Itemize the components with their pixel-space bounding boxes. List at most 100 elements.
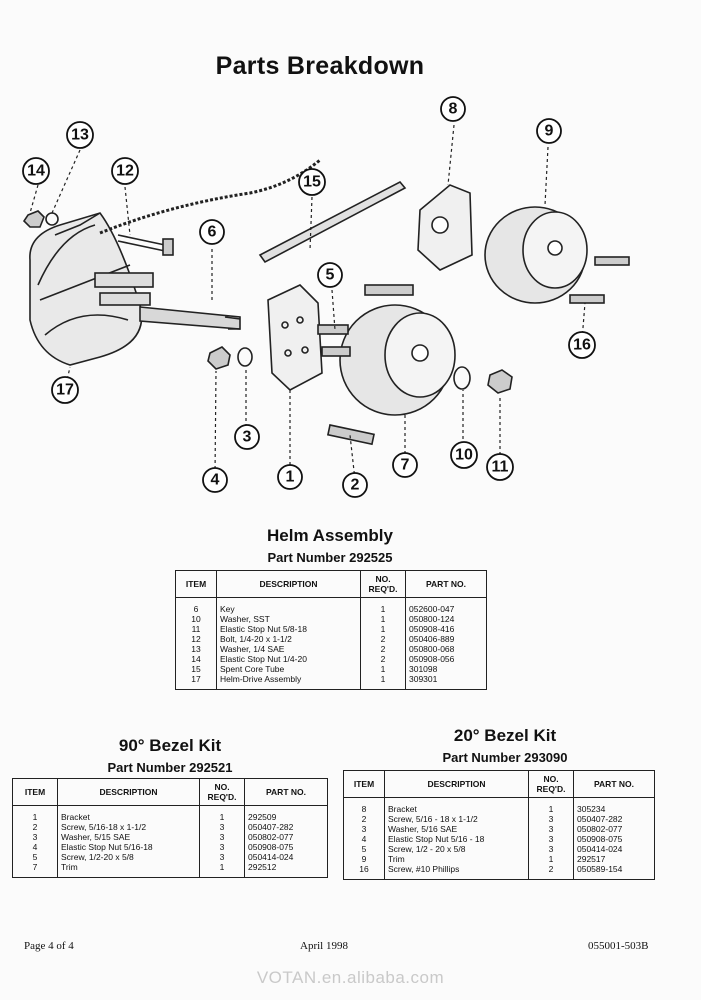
description-cell: Helm-Drive Assembly bbox=[216, 674, 361, 690]
description-cell: Trim bbox=[384, 854, 529, 864]
bezel-90-part-number: Part Number 292521 bbox=[107, 760, 233, 775]
item-cell: 3 bbox=[343, 824, 385, 834]
description-cell: Screw, #10 Phillips bbox=[384, 864, 529, 880]
callout-5-circle bbox=[317, 262, 343, 288]
description-cell: Washer, 1/4 SAE bbox=[216, 644, 361, 654]
description-cell: Elastic Stop Nut 5/8-18 bbox=[216, 624, 361, 634]
bezel-90-title: 90° Bezel Kit bbox=[118, 736, 222, 755]
callout-1: 1 bbox=[286, 469, 295, 486]
qty-cell: 1 bbox=[360, 624, 406, 634]
callout-9-circle bbox=[536, 118, 562, 144]
callout-7: 7 bbox=[401, 457, 410, 474]
part-number-cell: 301098 bbox=[405, 664, 487, 674]
callout-13: 13 bbox=[71, 127, 89, 144]
col-description: DESCRIPTION bbox=[384, 770, 529, 798]
qty-cell: 3 bbox=[528, 814, 574, 824]
description-cell: Washer, 5/16 SAE bbox=[384, 824, 529, 834]
item-cell: 13 bbox=[175, 644, 217, 654]
callout-11: 11 bbox=[492, 459, 509, 476]
document-date: April 1998 bbox=[300, 940, 348, 952]
qty-cell: 1 bbox=[199, 805, 245, 822]
description-cell: Bracket bbox=[57, 805, 200, 822]
item-cell: 7 bbox=[12, 862, 58, 878]
callout-16: 16 bbox=[573, 337, 591, 354]
col-description: DESCRIPTION bbox=[57, 778, 200, 806]
qty-cell: 3 bbox=[199, 822, 245, 832]
item-cell: 10 bbox=[175, 614, 217, 624]
callout-6: 6 bbox=[208, 224, 217, 241]
col-req: NO. REQ'D. bbox=[528, 770, 574, 798]
item-cell: 4 bbox=[343, 834, 385, 844]
callout-14: 14 bbox=[27, 163, 45, 180]
item-cell: 16 bbox=[343, 864, 385, 880]
watermark: VOTAN.en.alibaba.com bbox=[256, 968, 445, 987]
callout-15-circle bbox=[298, 168, 326, 196]
part-number-cell: 050800-124 bbox=[405, 614, 487, 624]
description-cell: Screw, 1/2 - 20 x 5/8 bbox=[384, 844, 529, 854]
qty-cell: 1 bbox=[528, 854, 574, 864]
description-cell: Trim bbox=[57, 862, 200, 878]
part-number-cell: 050407-282 bbox=[244, 822, 328, 832]
callout-10-circle bbox=[450, 441, 478, 469]
callout-4: 4 bbox=[211, 472, 220, 489]
document-number: 055001-503B bbox=[588, 940, 649, 952]
bezel-20-part-number: Part Number 293090 bbox=[442, 750, 568, 765]
qty-cell: 1 bbox=[360, 664, 406, 674]
part-number-cell: 050414-024 bbox=[244, 852, 328, 862]
item-cell: 2 bbox=[343, 814, 385, 824]
callout-15: 15 bbox=[303, 174, 321, 191]
qty-cell: 1 bbox=[360, 614, 406, 624]
callout-2-circle bbox=[342, 472, 368, 498]
description-cell: Elastic Stop Nut 1/4-20 bbox=[216, 654, 361, 664]
description-cell: Elastic Stop Nut 5/16 - 18 bbox=[384, 834, 529, 844]
description-cell: Key bbox=[216, 597, 361, 614]
qty-cell: 1 bbox=[360, 674, 406, 690]
page-number: Page 4 of 4 bbox=[24, 940, 74, 952]
callout-3: 3 bbox=[243, 429, 252, 446]
description-cell: Washer, 5/15 SAE bbox=[57, 832, 200, 842]
callout-16-circle bbox=[568, 331, 596, 359]
item-cell: 15 bbox=[175, 664, 217, 674]
page-title: Parts Breakdown bbox=[215, 52, 425, 80]
bezel-20-title: 20° Bezel Kit bbox=[453, 726, 557, 745]
col-req: NO. REQ'D. bbox=[199, 778, 245, 806]
qty-cell: 3 bbox=[528, 844, 574, 854]
helm-assembly-part-number: Part Number 292525 bbox=[267, 550, 393, 565]
callout-13-circle bbox=[66, 121, 94, 149]
description-cell: Bolt, 1/4-20 x 1-1/2 bbox=[216, 634, 361, 644]
description-cell: Screw, 1/2-20 x 5/8 bbox=[57, 852, 200, 862]
part-number-cell: 050802-077 bbox=[573, 824, 655, 834]
callout-17: 17 bbox=[56, 382, 74, 399]
qty-cell: 2 bbox=[528, 864, 574, 880]
part-number-cell: 050802-077 bbox=[244, 832, 328, 842]
qty-cell: 1 bbox=[360, 597, 406, 614]
item-cell: 8 bbox=[343, 797, 385, 814]
part-number-cell: 050407-282 bbox=[573, 814, 655, 824]
callout-14-circle bbox=[22, 157, 50, 185]
description-cell: Elastic Stop Nut 5/16-18 bbox=[57, 842, 200, 852]
item-cell: 6 bbox=[175, 597, 217, 614]
callout-1-circle bbox=[277, 464, 303, 490]
item-cell: 9 bbox=[343, 854, 385, 864]
col-part-no: PART NO. bbox=[573, 770, 655, 798]
item-cell: 17 bbox=[175, 674, 217, 690]
qty-cell: 2 bbox=[360, 634, 406, 644]
part-number-cell: 050908-056 bbox=[405, 654, 487, 664]
